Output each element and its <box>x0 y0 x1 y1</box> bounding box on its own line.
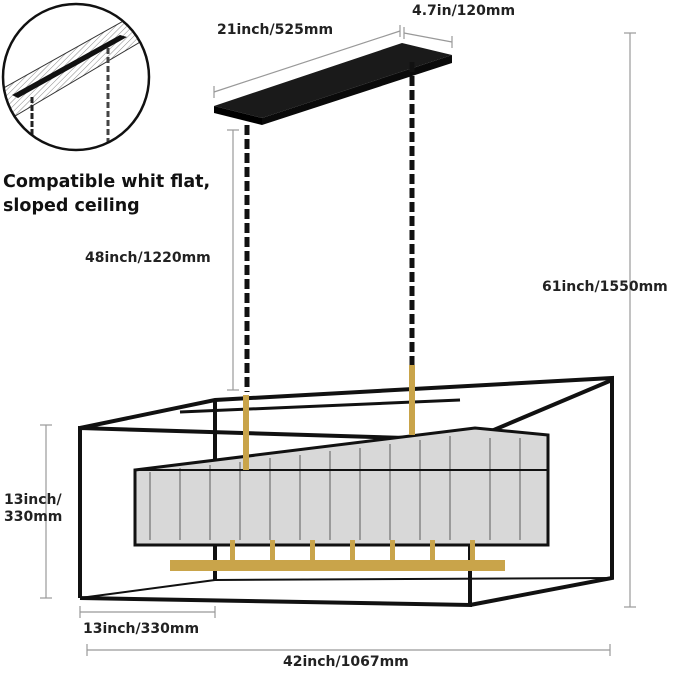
crystal-shade <box>133 426 550 547</box>
frame-height-label-line2: 330mm <box>4 509 63 525</box>
sloped-ceiling-inset <box>1 2 151 152</box>
dimension-lines <box>40 25 636 656</box>
canopy-length-label: 21inch/525mm <box>217 22 334 38</box>
canopy-width-label: 4.7in/120mm <box>412 3 516 19</box>
chains <box>244 62 415 392</box>
ceiling-note-line2: sloped ceiling <box>3 196 140 216</box>
total-height-label: 61inch/1550mm <box>542 279 668 295</box>
frame-height-label-line1: 13inch/ <box>4 492 62 508</box>
ceiling-note-line1: Compatible whit flat, <box>3 172 211 192</box>
frame-length-label: 42inch/1067mm <box>283 654 409 670</box>
frame-depth-label: 13inch/330mm <box>83 621 200 637</box>
ceiling-canopy <box>214 43 452 125</box>
chain-length-label: 48inch/1220mm <box>85 250 211 266</box>
gold-fittings <box>170 365 505 571</box>
